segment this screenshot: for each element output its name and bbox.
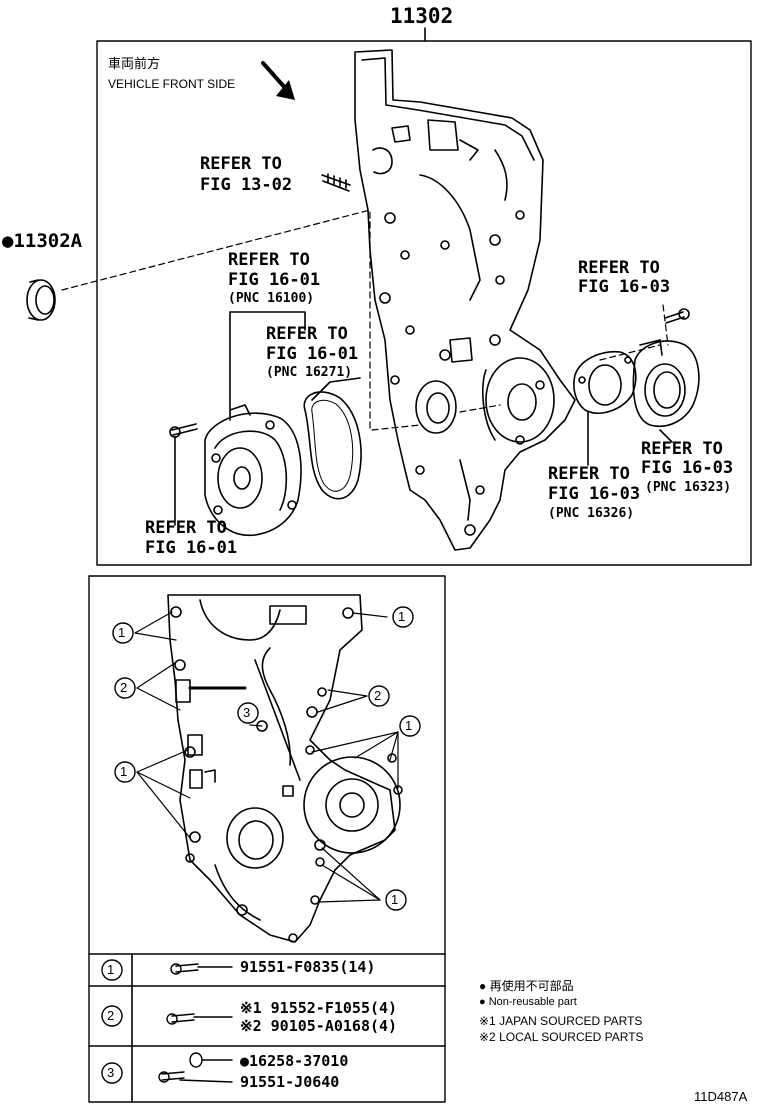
callout-3: 3 xyxy=(243,705,251,720)
oil-seal-part-number: ●11302A xyxy=(2,230,83,252)
stud-bolt xyxy=(321,173,351,192)
vehicle-front-arrow xyxy=(261,61,295,100)
legend-non-reusable-jp: ● 再使用不可部品 xyxy=(479,979,574,993)
ref-stud-line2: FIG 13-02 xyxy=(200,175,293,195)
ref-outlet-line1: REFER TO xyxy=(641,439,723,459)
callout-1: 1 xyxy=(118,625,126,640)
callout-2: 2 xyxy=(120,680,128,695)
top-frame xyxy=(96,40,752,566)
ref-outlet-bolt-line2: FIG 16-03 xyxy=(578,277,671,297)
ref-gasket-line2: FIG 16-01 xyxy=(266,344,359,364)
callout-1: 1 xyxy=(405,718,413,733)
outlet-bolt xyxy=(664,308,690,324)
ref-pump-bolt-line1: REFER TO xyxy=(145,518,227,538)
ref-pump-line1: REFER TO xyxy=(228,250,310,270)
table-key-1: 1 xyxy=(107,962,115,977)
ref-gasket-line1: REFER TO xyxy=(266,324,348,344)
legend-note-japan: ※1 JAPAN SOURCED PARTS xyxy=(479,1014,643,1028)
main-part-number: 11302 xyxy=(390,4,454,28)
vehicle-front-jp: 車両前方 xyxy=(108,56,161,71)
timing-chain-cover xyxy=(354,49,576,551)
table-key-3: 3 xyxy=(107,1065,115,1080)
ref-stud-line1: REFER TO xyxy=(200,154,282,174)
cover-front-view xyxy=(167,594,403,943)
ref-outlet-gasket-line1: REFER TO xyxy=(548,464,630,484)
outlet-gasket xyxy=(573,350,637,414)
vehicle-front-en: VEHICLE FRONT SIDE xyxy=(108,77,236,91)
bottom-frame xyxy=(88,575,446,1103)
callout-1: 1 xyxy=(120,764,128,779)
part-number-row3-b: 91551-J0640 xyxy=(240,1073,340,1091)
water-pump xyxy=(204,404,302,537)
part-number-row3-a: ●16258-37010 xyxy=(240,1052,349,1070)
ref-outlet-bolt-line1: REFER TO xyxy=(578,258,660,278)
ref-outlet-pnc: (PNC 16323) xyxy=(645,480,732,495)
ref-outlet-gasket-pnc: (PNC 16326) xyxy=(548,506,635,521)
part-number-row2-japan: ※1 91552-F1055(4) xyxy=(240,999,398,1017)
water-outlet xyxy=(632,339,700,427)
ref-pump-pnc: (PNC 16100) xyxy=(228,291,315,306)
legend-non-reusable-en: ● Non-reusable part xyxy=(479,996,577,1008)
oil-seal xyxy=(26,279,56,321)
pump-gasket xyxy=(303,391,362,500)
figure-code: 11D487A xyxy=(694,1089,748,1104)
legend-note-local: ※2 LOCAL SOURCED PARTS xyxy=(479,1030,644,1044)
callout-2: 2 xyxy=(374,688,382,703)
callout-1: 1 xyxy=(398,609,406,624)
ref-outlet-line2: FIG 16-03 xyxy=(641,458,734,478)
ref-gasket-pnc: (PNC 16271) xyxy=(266,365,353,380)
ref-outlet-gasket-line2: FIG 16-03 xyxy=(548,484,641,504)
part-number-row1: 91551-F0835(14) xyxy=(240,958,376,976)
callout-1: 1 xyxy=(391,892,399,907)
table-key-2: 2 xyxy=(107,1008,115,1023)
ref-pump-bolt-line2: FIG 16-01 xyxy=(145,538,238,558)
part-number-row2-local: ※2 90105-A0168(4) xyxy=(240,1017,398,1035)
ref-pump-line2: FIG 16-01 xyxy=(228,270,321,290)
pump-bolt xyxy=(169,423,198,438)
